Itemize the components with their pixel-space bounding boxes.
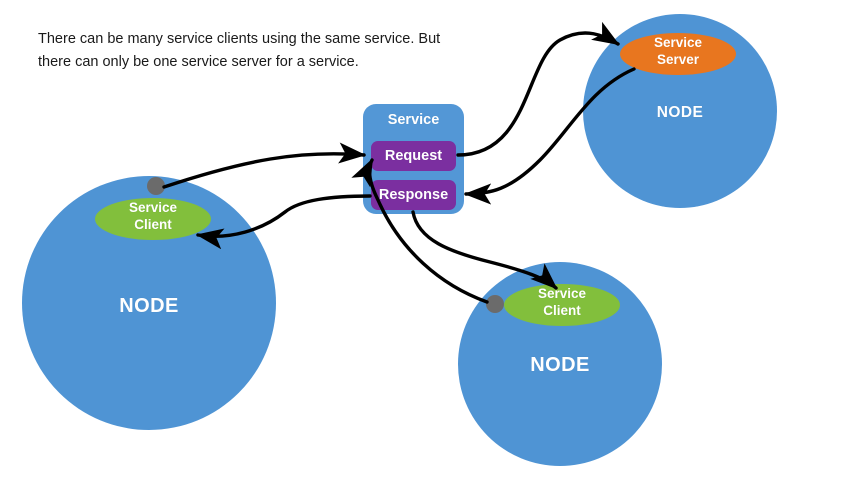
service-request-box[interactable] <box>371 141 456 171</box>
service-response-box[interactable] <box>371 180 456 210</box>
node-bottom-center-connector-dot-icon <box>486 295 504 313</box>
arrow-left-client-to-request <box>162 142 367 189</box>
arrow-request-to-service-server <box>456 21 620 157</box>
caption-text: There can be many service clients using … <box>38 31 441 71</box>
arrow-response-to-left-client <box>195 194 372 250</box>
arrow-bottom-client-to-request <box>351 158 489 304</box>
node-top-right-service-server-ellipse[interactable] <box>620 33 736 75</box>
node-bottom-center-service-client-ellipse[interactable] <box>504 284 620 326</box>
node-left-connector-dot-icon <box>147 177 165 195</box>
arrow-service-server-to-response <box>463 67 636 205</box>
node-left-service-client-ellipse[interactable] <box>95 198 211 240</box>
arrow-response-to-bottom-client <box>411 210 558 290</box>
